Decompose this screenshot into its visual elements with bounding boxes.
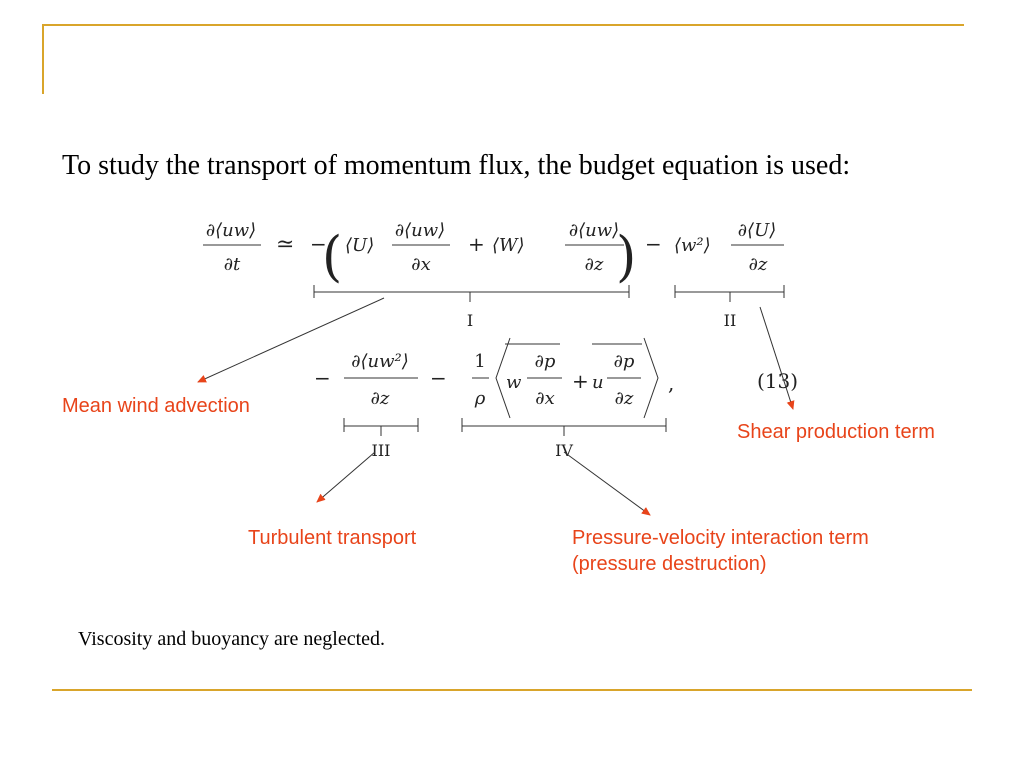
one-over: 1 (474, 351, 485, 372)
mean-W: ⟨W⟩ (492, 235, 525, 256)
u-factor: u (592, 372, 604, 393)
term-label-II: II (724, 311, 737, 330)
term-label-III: III (372, 441, 391, 460)
dpdx-num: ∂p (535, 351, 556, 372)
mean-U-1: ⟨U⟩ (345, 235, 374, 256)
term-label-I: I (467, 311, 473, 330)
shear-num: ∂⟨U⟩ (738, 220, 777, 241)
rho: ρ (474, 388, 486, 409)
label-turbulent-transport: Turbulent transport (248, 527, 417, 549)
plus-sign-1: + (468, 232, 485, 256)
label-shear-production: Shear production term (737, 421, 935, 443)
big-right-paren: ) (616, 225, 636, 288)
minus-sign-1: − (310, 232, 327, 256)
minus-sign-4: − (430, 366, 447, 390)
frame-top-line (42, 24, 964, 26)
underbrace-III (343, 418, 419, 436)
label-pressure-velocity-line2: (pressure destruction) (572, 553, 767, 575)
lhs-denominator: ∂t (224, 254, 241, 275)
advection-x-num: ∂⟨uw⟩ (395, 220, 445, 241)
transport-num: ∂⟨uw²⟩ (351, 351, 409, 372)
plus-sign-2: + (572, 369, 589, 393)
arrow-pressure-velocity (563, 451, 651, 516)
advection-z-num: ∂⟨uw⟩ (569, 220, 619, 241)
left-angle-bracket (495, 337, 511, 419)
big-left-paren: ( (322, 225, 342, 288)
equation-number: (13) (757, 369, 798, 393)
arrow-turbulent-transport (316, 451, 376, 503)
label-mean-wind-advection: Mean wind advection (62, 395, 250, 417)
transport-den: ∂z (371, 388, 390, 409)
label-pressure-velocity: Pressure-velocity interaction term (pres… (572, 525, 869, 577)
frame-left-line (42, 24, 44, 94)
minus-sign-3: − (314, 366, 331, 390)
dpdx-den: ∂x (535, 388, 554, 409)
advection-x-den: ∂x (411, 254, 430, 275)
arrow-mean-wind-advection (197, 297, 385, 383)
lhs-numerator: ∂⟨uw⟩ (206, 220, 256, 241)
footnote-text: Viscosity and buoyancy are neglected. (78, 628, 386, 650)
label-pressure-velocity-line1: Pressure-velocity interaction term (572, 527, 869, 549)
mean-w2: ⟨w²⟩ (674, 235, 711, 256)
advection-z-den: ∂z (585, 254, 604, 275)
underbrace-IV (461, 418, 667, 436)
right-angle-bracket (643, 337, 659, 419)
dpdz-den: ∂z (615, 388, 634, 409)
underbrace-II (674, 285, 785, 302)
arrow-shear-production (759, 306, 795, 410)
intro-text: To study the transport of momentum flux,… (62, 150, 851, 181)
frame-bottom-line (52, 689, 972, 691)
shear-den: ∂z (749, 254, 768, 275)
w-factor: w (506, 372, 522, 393)
minus-sign-2: − (645, 232, 662, 256)
approx-sign: ≃ (276, 232, 294, 257)
trailing-comma: , (668, 371, 674, 395)
dpdz-num: ∂p (614, 351, 635, 372)
underbrace-I (313, 285, 630, 302)
